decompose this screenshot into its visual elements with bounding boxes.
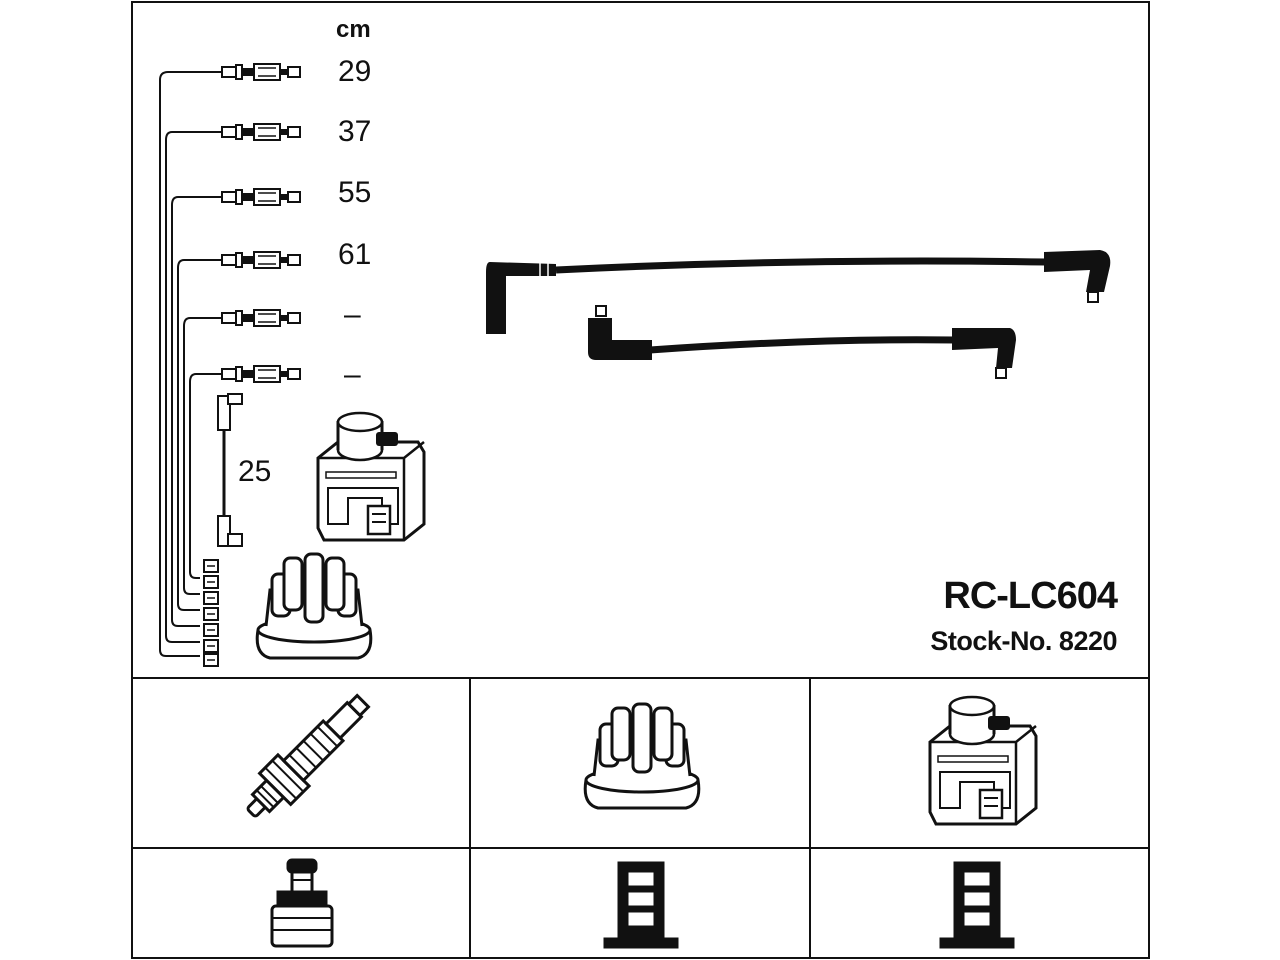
lead-6-terminal [221, 365, 301, 383]
lead-3-terminal [221, 188, 301, 206]
long-ignition-lead [486, 250, 1111, 334]
ignition-coil-small [316, 411, 426, 542]
plug-connector [270, 858, 334, 948]
lead-length-3: 55 [338, 176, 372, 209]
lead-2-terminal [221, 123, 301, 141]
lead-terminals [221, 63, 301, 383]
cap-connector [603, 861, 679, 949]
lead-1-terminal [221, 63, 301, 81]
frame [131, 1, 1150, 959]
lead-length-5: – [344, 298, 361, 331]
cap-terminal-stack [203, 559, 219, 667]
lead-length-1: 29 [338, 55, 372, 88]
stock-number: Stock-No. 8220 [930, 626, 1117, 656]
part-number: RC-LC604 [943, 575, 1118, 617]
coil-wire [217, 393, 243, 547]
lead-length-6: – [344, 358, 361, 391]
lead-length-4: 61 [338, 238, 372, 271]
spark-plug [246, 693, 371, 818]
distributor-cap-large [583, 702, 701, 810]
short-ignition-lead [588, 305, 1016, 379]
lead-routing [159, 71, 222, 657]
distributor-cap-small [255, 552, 373, 660]
coil-connector [939, 861, 1015, 949]
lead-4-terminal [221, 251, 301, 269]
ignition-coil-large [928, 695, 1038, 826]
unit-label: cm [336, 16, 371, 43]
lead-length-2: 37 [338, 115, 372, 148]
lead-5-terminal [221, 309, 301, 327]
coil-wire-length: 25 [238, 455, 272, 488]
